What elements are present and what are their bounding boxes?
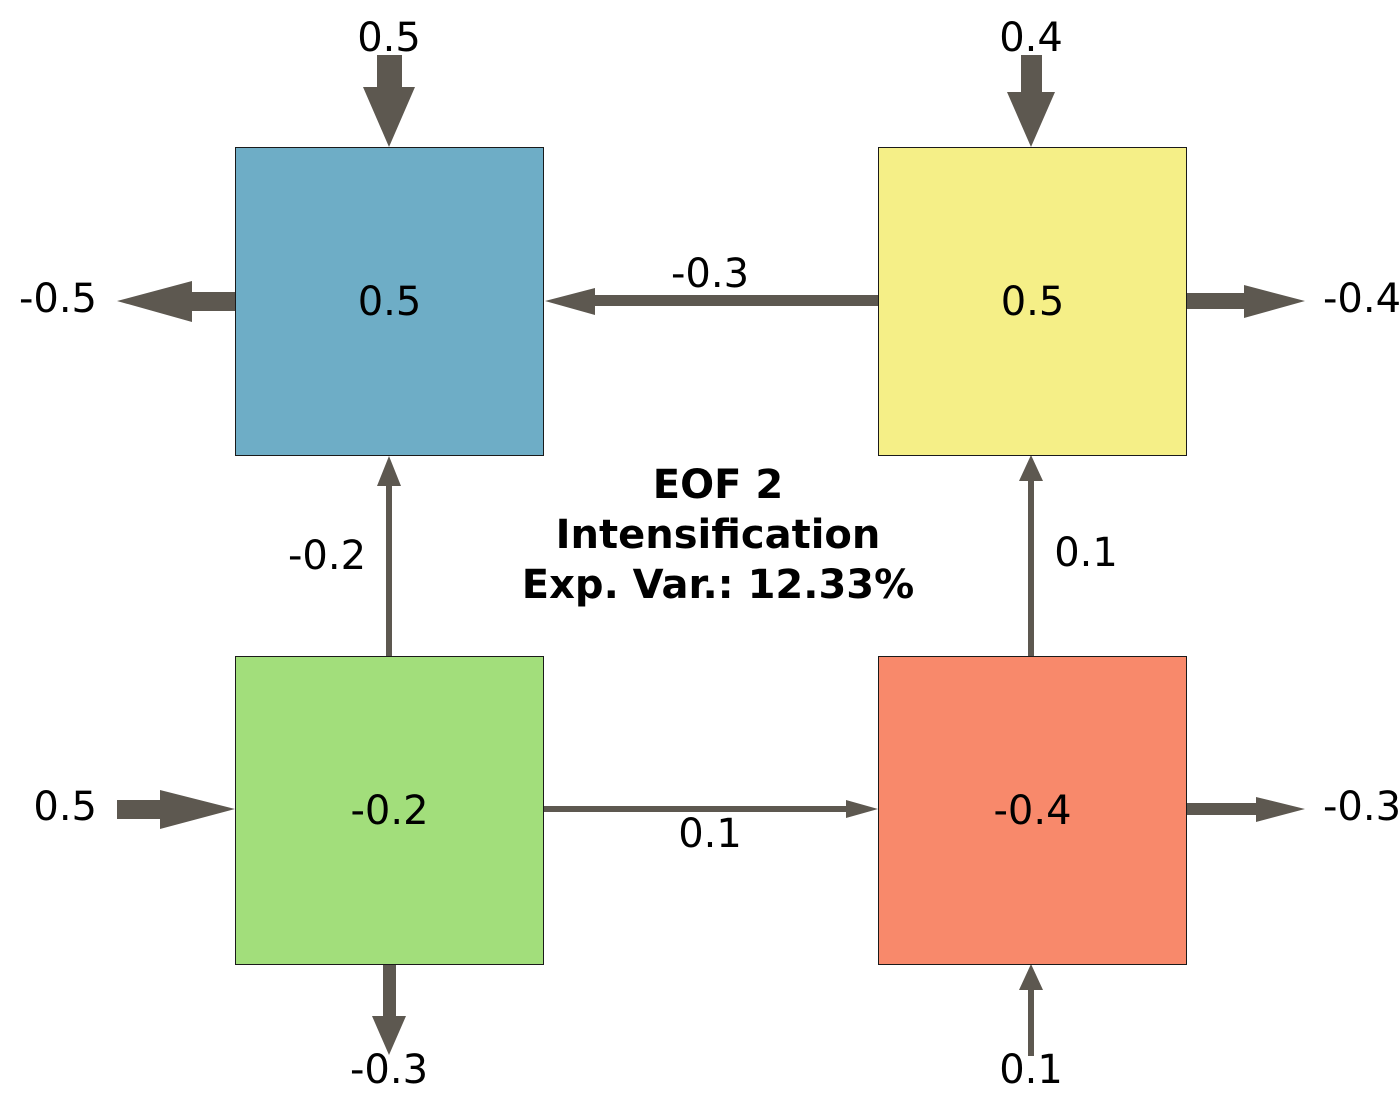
label-bottom-right-out-right: -0.3 bbox=[1323, 784, 1400, 830]
label-bottom-left-to-bottom-right: 0.1 bbox=[678, 811, 742, 857]
box-top-left-value: 0.5 bbox=[357, 278, 422, 325]
arrow-top-right-in-top bbox=[1007, 55, 1055, 147]
arrow-top-right-out-right bbox=[1187, 285, 1305, 318]
label-top-right-out-right: -0.4 bbox=[1323, 276, 1400, 322]
label-bottom-right-in-bottom: 0.1 bbox=[999, 1047, 1063, 1093]
label-bottom-left-to-top-left: -0.2 bbox=[287, 533, 367, 579]
label-bottom-right-to-top-right: 0.1 bbox=[1054, 530, 1118, 576]
arrow-bottom-left-to-top-left bbox=[377, 456, 401, 656]
arrow-bottom-left-in-left bbox=[117, 790, 235, 829]
arrow-bottom-right-in-bottom bbox=[1019, 964, 1043, 1056]
arrow-bottom-left-to-bottom-right bbox=[544, 800, 878, 818]
box-bottom-right-value: -0.4 bbox=[993, 787, 1072, 834]
arrow-top-left-out-left bbox=[117, 281, 235, 322]
title-line-3: Exp. Var.: 12.33% bbox=[521, 562, 915, 608]
arrow-bottom-left-out-bottom bbox=[372, 962, 406, 1055]
diagram-title: EOF 2 Intensification Exp. Var.: 12.33% bbox=[522, 460, 914, 610]
box-bottom-left: -0.2 bbox=[235, 656, 544, 965]
label-bottom-left-in-left: 0.5 bbox=[33, 784, 97, 830]
box-top-right: 0.5 bbox=[878, 147, 1187, 456]
label-top-left-out-left: -0.5 bbox=[18, 276, 97, 322]
label-bottom-left-out-bottom: -0.3 bbox=[349, 1047, 429, 1093]
label-top-right-in-top: 0.4 bbox=[999, 15, 1063, 61]
arrow-bottom-right-to-top-right bbox=[1019, 455, 1043, 656]
title-line-2: Intensification bbox=[555, 512, 881, 558]
arrow-top-right-to-top-left bbox=[545, 288, 878, 315]
label-top-left-in-top: 0.5 bbox=[357, 15, 421, 61]
box-bottom-left-value: -0.2 bbox=[350, 787, 429, 834]
box-top-left: 0.5 bbox=[235, 147, 544, 456]
box-bottom-right: -0.4 bbox=[878, 656, 1187, 965]
arrow-top-left-in-top bbox=[363, 55, 415, 147]
arrow-bottom-right-out-right bbox=[1187, 797, 1305, 822]
title-line-1: EOF 2 bbox=[652, 462, 784, 508]
label-top-right-to-top-left: -0.3 bbox=[670, 251, 750, 297]
box-top-right-value: 0.5 bbox=[1000, 278, 1065, 325]
